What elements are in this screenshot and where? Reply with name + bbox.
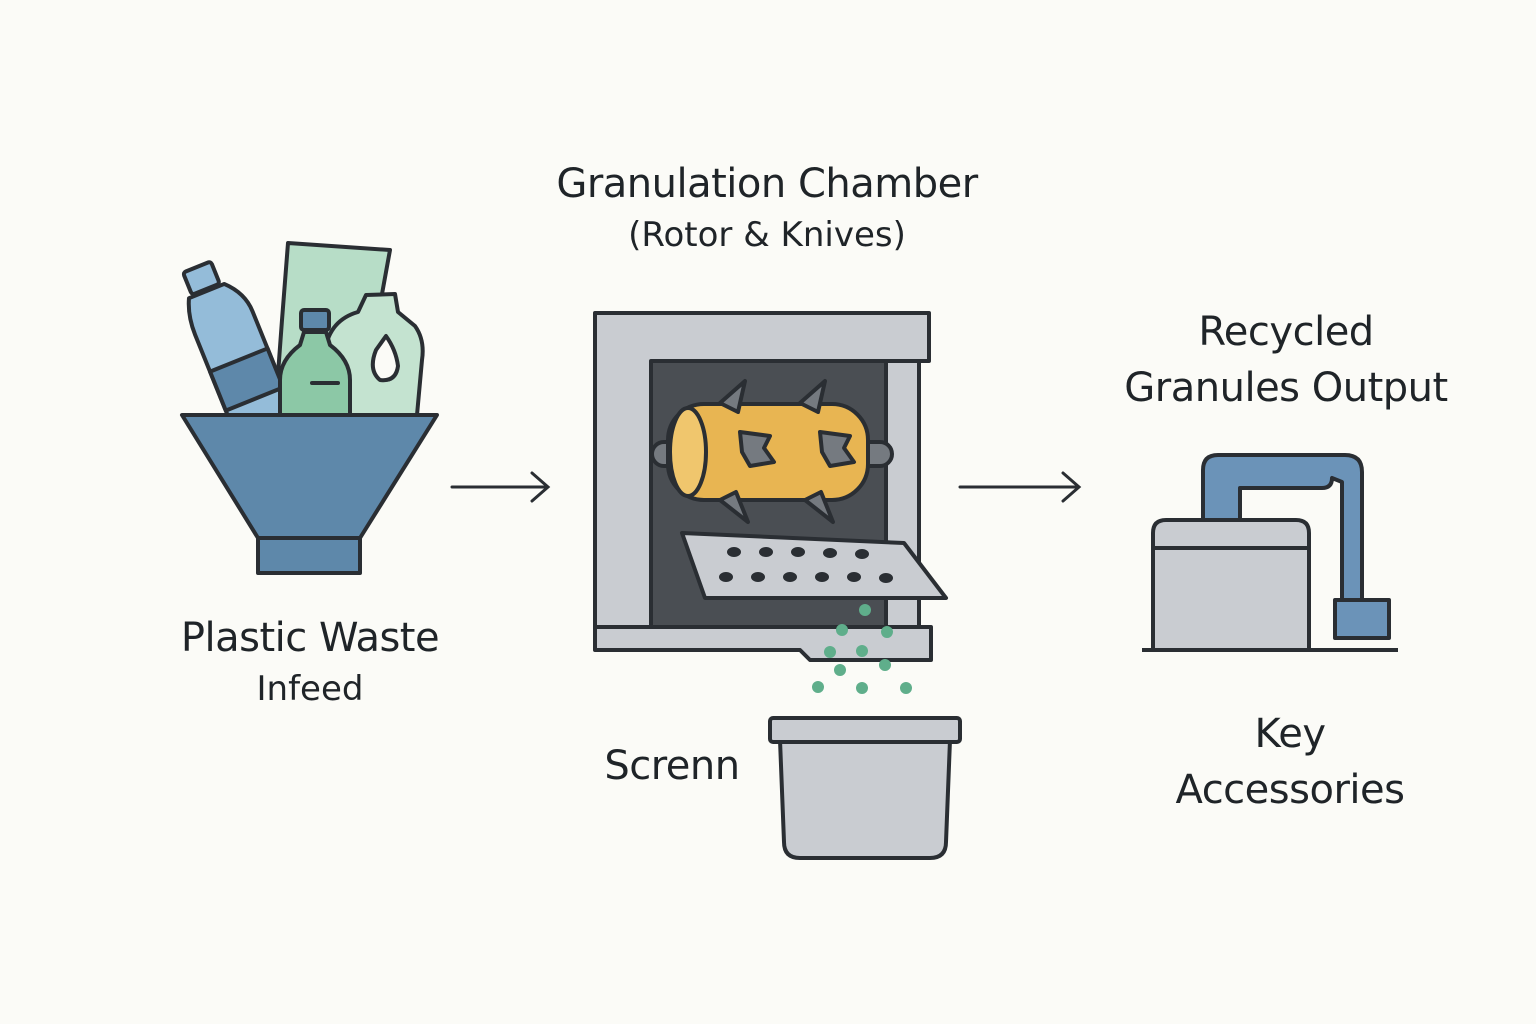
plastic-waste-infeed-icon (180, 241, 439, 575)
output-title-line1: Recycled (1198, 309, 1374, 355)
hopper-outlet (256, 536, 362, 575)
storage-box-icon (1151, 518, 1311, 652)
output-label: Recycled Granules Output (1086, 304, 1486, 416)
hopper-icon (180, 413, 439, 540)
granules-icon (812, 604, 912, 694)
arrow-right-icon (958, 471, 1082, 503)
chamber-label: Granulation Chamber (Rotor & Knives) (500, 156, 1034, 258)
accessories-label: Key Accessories (1130, 706, 1450, 818)
blue-bottle-icon (181, 260, 296, 439)
infeed-label: Plastic Waste Infeed (130, 610, 490, 712)
infeed-title: Plastic Waste (180, 615, 440, 661)
knives-icon (718, 379, 856, 524)
collection-bin-icon (768, 716, 962, 860)
green-bottle-icon (278, 308, 352, 417)
pipe-coupling (1333, 598, 1391, 640)
arrow-right-icon (450, 471, 551, 503)
pipe-icon (1201, 453, 1364, 602)
accessories-line1: Key (1254, 711, 1326, 757)
granules-output-icon (1142, 453, 1398, 652)
output-title-line2: Granules Output (1124, 365, 1448, 411)
chamber-subtitle: (Rotor & Knives) (628, 215, 906, 255)
accessories-line2: Accessories (1175, 767, 1405, 813)
screen-label: Screnn (604, 743, 740, 789)
chamber-title: Granulation Chamber (556, 161, 978, 207)
granulation-chamber-icon (593, 311, 948, 662)
infeed-subtitle: Infeed (256, 669, 364, 709)
screen-plate-icon (680, 531, 948, 600)
screen-holes (719, 547, 893, 583)
